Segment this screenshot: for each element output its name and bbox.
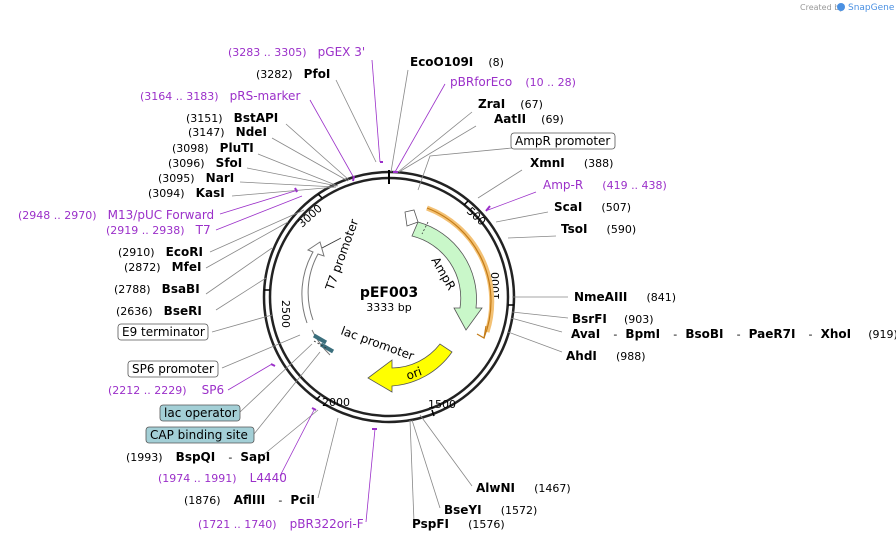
ori-label: ori bbox=[404, 364, 423, 382]
alwni-label: AlwNI (1467) bbox=[476, 477, 571, 496]
tsoi-label: TsoI (590) bbox=[561, 218, 636, 237]
pfoi-label: (3282) PfoI bbox=[256, 63, 330, 82]
t7-promoter-label: T7 promoter bbox=[322, 217, 361, 293]
primer-marks bbox=[270, 161, 491, 430]
nmeaiii-label: NmeAIII (841) bbox=[574, 286, 676, 305]
ndei-label: (3147) NdeI bbox=[188, 121, 267, 140]
ori-feature-arrow bbox=[367, 343, 453, 393]
scai-label: ScaI (507) bbox=[554, 196, 631, 215]
ahdi-label: AhdI (988) bbox=[566, 345, 646, 364]
m13-label: (2948 .. 2970) M13/pUC Forward bbox=[18, 204, 214, 223]
watermark-brand: SnapGene bbox=[848, 3, 895, 13]
bsrfi-label: BsrFI (903) bbox=[572, 308, 654, 327]
tick-label-1500: 1500 bbox=[428, 398, 456, 411]
lac-operator-label-box bbox=[159, 404, 241, 422]
bstapi-label: (3151) BstAPI bbox=[186, 107, 278, 126]
ecoo109i-label: EcoO109I (8) bbox=[410, 51, 504, 70]
sfoi-label: (3096) SfoI bbox=[168, 152, 242, 171]
amp-r-label: Amp-R (419 .. 438) bbox=[543, 174, 667, 193]
bspqi-label: (1993) BspQI - SapI bbox=[126, 446, 270, 465]
kasi-label: (3094) KasI bbox=[148, 182, 225, 201]
ampr-promoter-box bbox=[510, 132, 616, 150]
sp6-promoter-label: SP6 promoter bbox=[132, 362, 214, 376]
tick-label-2000: 2000 bbox=[322, 396, 350, 409]
ampr-promoter-label: AmpR promoter bbox=[515, 134, 610, 148]
t7-promoter-arrow bbox=[301, 241, 325, 324]
lac-promoter-arrow bbox=[311, 329, 331, 356]
leader-lines bbox=[205, 59, 569, 523]
tick-label-2500: 2500 bbox=[279, 300, 292, 328]
l4440-label: (1974 .. 1991) L4440 bbox=[158, 467, 287, 486]
aatii-label: AatII (69) bbox=[494, 108, 564, 127]
cap-binding-box bbox=[319, 342, 335, 354]
lac-promoter-label: lac promoter bbox=[339, 324, 416, 363]
pbr322-label: (1721 .. 1740) pBR322ori-F bbox=[198, 513, 364, 532]
sp6-label: (2212 .. 2229) SP6 bbox=[108, 379, 224, 398]
cap-binding-label-box bbox=[145, 426, 255, 444]
lac-operator-label: lac operator bbox=[164, 406, 237, 420]
lac-dashes bbox=[313, 340, 329, 350]
amp-r-primer-arrowhead bbox=[476, 325, 487, 339]
t7-promoter-marker bbox=[321, 237, 342, 249]
sp6-promoter-box bbox=[127, 360, 219, 378]
e9-terminator-box bbox=[117, 323, 209, 341]
bseri-label: (2636) BseRI bbox=[116, 300, 202, 319]
bsabi-label: (2788) BsaBI bbox=[114, 278, 200, 297]
tick-marks bbox=[264, 193, 514, 417]
multi-enzyme-label: AvaI - BpmI - BsoBI - PaeR7I - XhoI (919… bbox=[571, 323, 896, 342]
t7-label: (2919 .. 2938) T7 bbox=[106, 219, 211, 238]
cap-binding-label: CAP binding site bbox=[150, 428, 248, 442]
ampr-promoter-arrow bbox=[404, 209, 419, 227]
afliii-label: (1876) AflIII - PciI bbox=[184, 489, 315, 508]
ecori-label: (2910) EcoRI bbox=[118, 241, 203, 260]
ampr-feature-arrow bbox=[411, 221, 483, 331]
watermark-created-by: Created by bbox=[800, 3, 844, 12]
bseyi-label: BseYI (1572) bbox=[444, 499, 537, 518]
zrai-label: ZraI (67) bbox=[478, 93, 543, 112]
e9-terminator-label: E9 terminator bbox=[122, 325, 205, 339]
amp-r-primer-line bbox=[426, 207, 492, 339]
pspfi-label: PspFI (1576) bbox=[412, 513, 505, 532]
pbrforeco-label: pBRforEco (10 .. 28) bbox=[450, 71, 576, 90]
plasmid-size: 3333 bp bbox=[366, 301, 411, 314]
plutii-label: (3098) PluTI bbox=[172, 137, 254, 156]
tick-label-3000: 3000 bbox=[295, 202, 325, 230]
prs-marker-label: (3164 .. 3183) pRS-marker bbox=[140, 85, 300, 104]
pgex3-label: (3283 .. 3305) pGEX 3' bbox=[228, 41, 365, 60]
snapgene-logo-icon bbox=[837, 3, 845, 11]
xmni-label: XmnI (388) bbox=[530, 152, 613, 171]
lac-operator-box bbox=[312, 333, 328, 345]
plasmid-name: pEF003 bbox=[360, 285, 418, 301]
mfei-label: (2872) MfeI bbox=[124, 256, 201, 275]
nari-label: (3095) NarI bbox=[158, 167, 234, 186]
